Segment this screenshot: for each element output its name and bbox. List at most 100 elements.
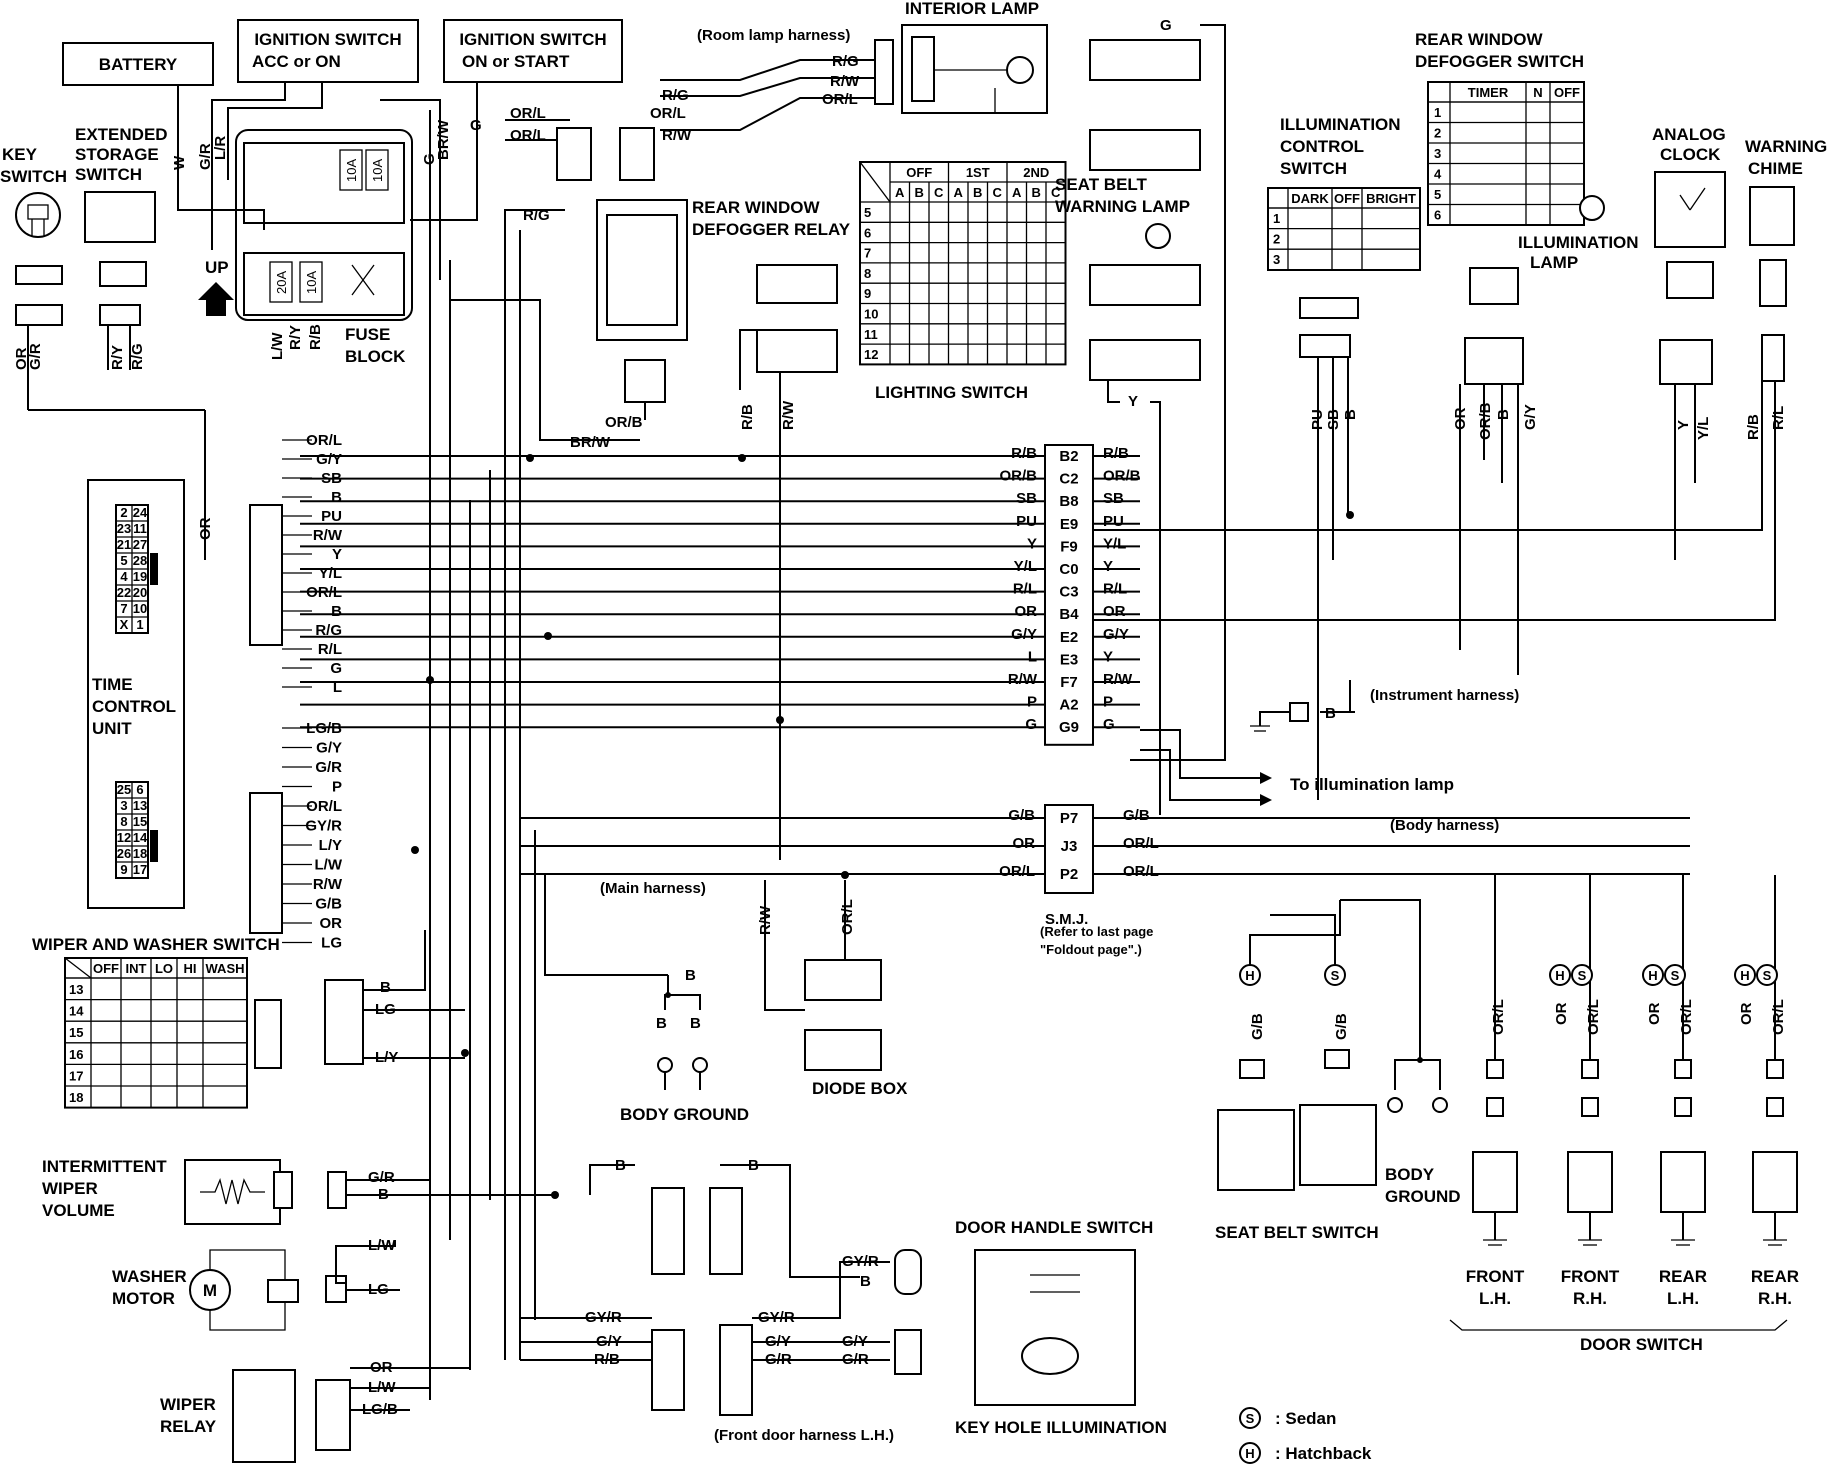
- instrument-ground: B: [1250, 680, 1355, 732]
- tcu-wire-label: R/G: [315, 622, 342, 639]
- tcu-wire-label: OR/L: [306, 432, 342, 449]
- key-switch: KEY SWITCH: [0, 145, 67, 410]
- washer-motor: WASHER MOTOR M: [112, 1249, 347, 1331]
- main-connector-pin: E2: [1060, 629, 1078, 646]
- tcu-pin-latch: [150, 553, 158, 585]
- ignition-switch-on: IGNITION SWITCH ON or START: [443, 19, 623, 83]
- tcu-pin: 7: [120, 601, 127, 616]
- main-connector-body: [1044, 444, 1094, 746]
- key-hole-label: KEY HOLE ILLUMINATION: [955, 1418, 1167, 1437]
- tcu-label-2: CONTROL: [92, 697, 176, 716]
- wire-lw-fuse: L/W: [269, 332, 286, 360]
- defog-switch-label-1: REAR WINDOW: [1415, 30, 1543, 49]
- body-ground-right: BODY GROUND: [1385, 1057, 1461, 1206]
- ext-storage-label-2: STORAGE: [75, 145, 159, 164]
- wiper-col-header: HI: [184, 961, 197, 976]
- wire-gy-fd2: G/Y: [765, 1333, 791, 1350]
- wire-b-int: B: [378, 1186, 389, 1203]
- wire-rw-light: R/W: [780, 400, 797, 430]
- tcu-pin: 21: [117, 537, 131, 552]
- key-switch-label-2: SWITCH: [0, 167, 67, 186]
- seat-belt-switch: H S SEAT BELT SWITCH: [1215, 964, 1379, 1242]
- lighting-table-diag: [859, 161, 891, 203]
- door-switch-body: [1752, 1151, 1798, 1213]
- ext-storage-label-1: EXTENDED: [75, 125, 168, 144]
- int-wiper-label-1: INTERMITTENT: [42, 1157, 167, 1176]
- fuse-4: 20A: [274, 271, 289, 294]
- wire-lw-relay: L/W: [368, 1379, 396, 1396]
- tcu-wire-label: G/Y: [316, 740, 342, 757]
- wire-gb-sb2: G/B: [1333, 1013, 1350, 1040]
- wiper-col-header: INT: [126, 961, 147, 976]
- wiper-row-label: 14: [69, 1004, 84, 1019]
- wiper-relay: WIPER RELAY: [160, 1369, 351, 1463]
- wire-b-bg2: B: [656, 1015, 667, 1032]
- body-ground2-label-2: GROUND: [1385, 1187, 1461, 1206]
- interior-lamp-label: INTERIOR LAMP: [905, 0, 1039, 18]
- wire-gy-fd: G/Y: [596, 1333, 622, 1350]
- fuse-block-label-2: BLOCK: [345, 347, 406, 366]
- chime-label-2: CHIME: [1748, 159, 1803, 178]
- lighting-col-header: A: [895, 185, 905, 200]
- tcu-pin: 28: [133, 553, 147, 568]
- main-connector-right-label: Y: [1103, 648, 1113, 665]
- wire-orl-2: OR/L: [650, 105, 686, 122]
- wire-lg-wiper: LG: [375, 1001, 396, 1018]
- illum-col-header: OFF: [1334, 191, 1360, 206]
- ign-on-label-1: IGNITION SWITCH: [459, 30, 606, 49]
- illum-ctrl-label-3: SWITCH: [1280, 159, 1347, 178]
- intermittent-wiper-volume: INTERMITTENT WIPER VOLUME: [42, 1157, 347, 1225]
- connector-a: [619, 127, 655, 181]
- wire-b-ground: B: [1325, 705, 1336, 722]
- wiper-switch-label: WIPER AND WASHER SWITCH: [32, 935, 280, 954]
- sb-s: S: [1331, 968, 1340, 983]
- tcu-pin-latch: [150, 830, 158, 862]
- lighting-col-header: B: [915, 185, 924, 200]
- tcu-pin: 11: [133, 521, 147, 536]
- wire-gyr-fd2: GY/R: [758, 1309, 795, 1326]
- tcu-wire-label: G/Y: [316, 451, 342, 468]
- wire-gr-fuse: G/R: [197, 143, 214, 170]
- illum-lamp-label-2: LAMP: [1530, 253, 1578, 272]
- wire-gr-kh: G/R: [842, 1351, 869, 1368]
- smj-label: S.M.J.: [1045, 911, 1088, 928]
- connector-b: [556, 127, 592, 181]
- tcu-pin: 4: [120, 569, 128, 584]
- door-switch-wire-label: OR/L: [1585, 999, 1602, 1035]
- wire-orb: OR/B: [605, 414, 643, 431]
- main-connector-left-label: G/Y: [1011, 626, 1037, 643]
- main-connector-right-label: OR/B: [1103, 468, 1141, 485]
- wire-brw: BR/W: [570, 434, 611, 451]
- main-connector-left-label: R/W: [1008, 671, 1038, 688]
- tcu-pin: 10: [133, 601, 147, 616]
- wire-g-top: G: [1160, 17, 1172, 34]
- door-switch-name: FRONT: [1561, 1267, 1620, 1286]
- door-switch-label: DOOR SWITCH: [1580, 1335, 1703, 1354]
- tcu-wire-label: G: [330, 660, 342, 677]
- wire-b-bg3: B: [690, 1015, 701, 1032]
- illum-col-header: DARK: [1291, 191, 1329, 206]
- lighting-col-header: C: [934, 185, 944, 200]
- door-switch-hatch-mark: [1734, 964, 1756, 986]
- warning-chime: WARNING CHIME: [1745, 137, 1827, 382]
- smj-body: [1044, 804, 1094, 894]
- main-connector-left-label: P: [1027, 694, 1037, 711]
- legend-s-sym: S: [1246, 1411, 1255, 1426]
- wire-orl-3: OR/L: [510, 105, 546, 122]
- tcu-wire-label: OR: [320, 915, 343, 932]
- main-connector-right-label: G: [1103, 716, 1115, 733]
- door-switch-terminal: [1766, 1097, 1784, 1117]
- door-switch-terminal: [1581, 1059, 1599, 1079]
- main-connector-right-label: R/L: [1103, 581, 1127, 598]
- tcu-wire-label: G/B: [315, 896, 342, 913]
- wire-rb-chime: R/B: [1745, 414, 1762, 440]
- tcu-wire-label: Y/L: [319, 565, 342, 582]
- to-illumination-lamp: To illumination lamp: [1140, 729, 1454, 806]
- tcu-pin: 5: [120, 553, 127, 568]
- lighting-row-label: 12: [864, 347, 878, 362]
- door-switch-terminal: [1674, 1097, 1692, 1117]
- wire-orl-diode: OR/L: [839, 899, 856, 935]
- wire-sb-illum: SB: [1325, 409, 1342, 430]
